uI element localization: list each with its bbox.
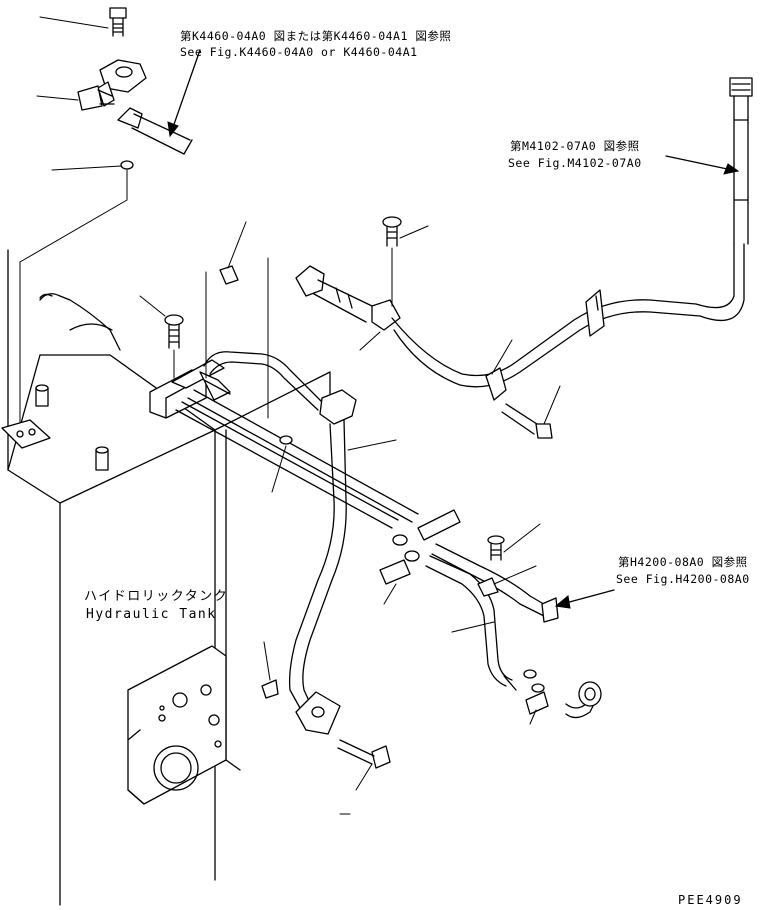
leader-clamp-bolt: [400, 226, 428, 238]
lower-clamp: [478, 578, 498, 596]
upper-hose: [118, 108, 192, 154]
leader-lower-bolt: [504, 524, 540, 552]
leader-flange-bolt: [356, 764, 372, 790]
elbow-fitting: [78, 86, 114, 110]
drawing-code: PEE4909: [678, 893, 743, 907]
tank-cap-left: [36, 385, 48, 406]
long-hose: [392, 244, 744, 387]
pipe-loop: [204, 352, 356, 712]
tank-side-panel: [128, 646, 226, 804]
bracket-right: [586, 290, 604, 336]
valve-block: [150, 360, 230, 418]
small-fitting: [220, 266, 238, 284]
ref-arrow-h4200: [562, 590, 614, 604]
hose-clamp-right: [486, 368, 506, 400]
leader-lower-clamp: [494, 566, 536, 584]
leader-block-bolt: [140, 296, 165, 316]
leader-mid-clamp: [360, 332, 380, 350]
pipe-flange: [296, 692, 340, 734]
leader-o-ring-panel: [264, 642, 270, 680]
tank-label-en: Hydraulic Tank: [86, 607, 217, 622]
ref-m4102-jp: 第M4102-07A0 図参照: [510, 139, 640, 153]
leader-pipe: [348, 440, 396, 450]
flange-block: [98, 60, 146, 106]
o-ring-panel: [262, 680, 278, 698]
ref-k4460-en: See Fig.K4460-04A0 or K4460-04A1: [180, 45, 418, 59]
leader-o-ring-top: [52, 166, 121, 170]
leader-clip-b: [530, 710, 536, 724]
tank-cap-mid: [96, 447, 108, 470]
tank-plate: [2, 420, 50, 448]
mid-hose-end: [296, 266, 372, 322]
top-bolt: [110, 8, 126, 36]
ref-arrow-k4460: [172, 50, 200, 130]
elbow-hose-end: [566, 682, 601, 718]
ref-arrow-m4102: [666, 156, 732, 170]
clamp-bolt: [383, 217, 401, 246]
hose-tag: [542, 598, 558, 622]
ref-m4102-en: See Fig.M4102-07A0: [508, 156, 642, 170]
leader-side-bolt: [544, 386, 560, 424]
flange-bolt: [338, 740, 390, 768]
lower-bolt: [488, 536, 504, 560]
clip-group-a: [380, 510, 460, 584]
ref-h4200-en: See Fig.H4200-08A0: [616, 572, 750, 586]
leader-elbow: [37, 96, 78, 100]
side-bolt: [502, 404, 552, 438]
tube-clip-mid: [280, 436, 292, 444]
tube-pair: [176, 380, 418, 528]
leader-small-fitting: [228, 222, 246, 268]
tank-label-jp: ハイドロリックタンク: [84, 589, 228, 604]
block-bolt: [165, 315, 183, 348]
lower-hose-pair: [426, 544, 554, 690]
leader-top-bolt: [40, 17, 108, 28]
o-ring-top: [121, 161, 133, 169]
leader-lower-hose: [452, 622, 494, 632]
leader-clip-mid: [272, 446, 286, 492]
ref-h4200-jp: 第H4200-08A0 図参照: [618, 555, 748, 569]
leader-clip-a: [384, 584, 396, 604]
leader-hose-clamp: [492, 340, 512, 374]
mid-clamp: [372, 300, 400, 330]
clip-group-b: [524, 670, 548, 714]
vertical-hose: [730, 78, 752, 244]
ref-k4460-jp: 第K4460-04A0 図または第K4460-04A1 図参照: [180, 29, 451, 43]
